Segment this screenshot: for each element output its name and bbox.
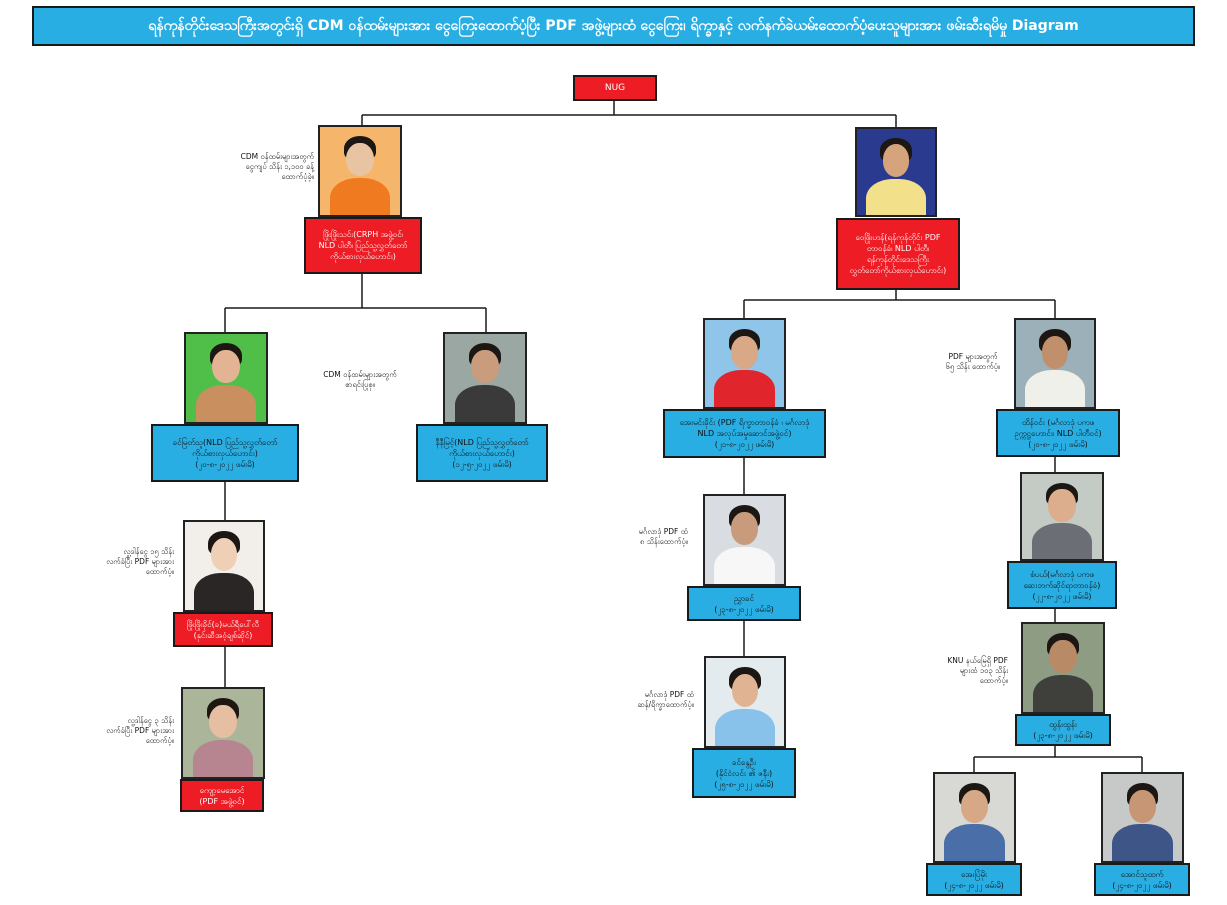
node-n11: စံပယ်(မင်္ဂလာဒုံ ပကဖ ဆေးဘက်ဆိုင်ရာတာဝန်ခ… — [1007, 561, 1117, 609]
node-n3: ခင်မြတ်သူ(NLD ပြည်သူ့လွှတ်တော် ကိုယ်စားလ… — [151, 424, 299, 482]
photo-n14 — [1101, 772, 1184, 863]
note-n4: CDM ဝန်ထမ်းများအတွက် စာရင်းပြုစု။ — [323, 370, 397, 389]
photo-n1 — [318, 125, 402, 217]
note-n1: CDM ဝန်ထမ်းများအတွက် ငွေကျပ် သိန်း ၁,၁၀၀… — [240, 152, 314, 181]
node-n6: ကျော့မေအောင် (PDF အဖွဲ့ဝင်) — [180, 779, 264, 812]
note-n10: PDF များအတွက် ၆၅ သိန်း ထောက်ပံ့။ — [945, 352, 1001, 371]
photo-n3 — [184, 332, 268, 424]
photo-n7 — [703, 318, 786, 409]
node-n2: ဝေဖြိုးဟန်(ရန်ကုန်တိုင်း PDF တာဝန်ခံ၊ NL… — [836, 218, 960, 290]
node-n9: ခင်နွေဦး (နိုင်ငံလင်း ၏ ဇနီး) (၂၅-၈-၂၀၂၂… — [692, 748, 796, 798]
connector-n1-children — [224, 274, 487, 334]
connector-n2-children — [743, 290, 1056, 318]
node-n12: ထွန်းထွန်း (၂၃-၈-၂၀၂၂ ဖမ်းမိ) — [1015, 714, 1111, 746]
node-n4: နီနီမြင့်(NLD ပြည်သူ့လွှတ်တော် ကိုယ်စားလ… — [416, 424, 548, 482]
node-n5: ဖြိုးဖြိုးခိုင်(ခ)မယ်ရီပေါ်လီ (နှင်းဆီအဝ… — [173, 612, 273, 647]
note-n8: မင်္ဂလာဒုံ PDF ထံ ၈ သိန်းထောက်ပံ့။ — [638, 527, 688, 546]
node-n7: အေးမင်းခိုင်း (PDF ရိက္ခာတာဝန်ခံ ၊ မင်္ဂ… — [663, 409, 826, 458]
photo-n9 — [704, 656, 786, 748]
photo-n5 — [183, 520, 265, 612]
photo-n12 — [1021, 622, 1105, 714]
node-n8: ညွှာခင် (၂၃-၈-၂၀၂၂ ဖမ်းမိ) — [687, 586, 801, 621]
note-n6: လူ့ဒါန်ငွေ ၃ သိန်း လက်ခံပြီး PDF များအား… — [106, 716, 174, 745]
node-n13: အေးပြံမိုး (၂၄-၈-၂၀၂၂ ဖမ်းမိ) — [926, 863, 1022, 896]
photo-n11 — [1020, 472, 1104, 561]
diagram-title: ရန်ကုန်တိုင်းဒေသကြီးအတွင်းရှိ CDM ဝန်ထမ်… — [32, 6, 1195, 46]
photo-n4 — [443, 332, 527, 424]
note-n12: KNU နယ်မြေရှိ PDF များထံ ၁၀၃ သိန်း ထောက်… — [947, 656, 1008, 685]
photo-n2 — [855, 127, 937, 217]
root-node-nug: NUG — [573, 75, 657, 101]
connector-n12-children — [973, 746, 1143, 772]
photo-n6 — [181, 687, 265, 779]
note-n5: လူ့ဒါန်ငွေ ၁၅ သိန်း လက်ခံပြီး PDF များအာ… — [106, 547, 174, 576]
node-n10: ထိန်ဝင်း (မင်္ဂလာဒုံ ပကဖ ဥက္ကဋ္ဌဟောင်း၊ … — [996, 409, 1120, 457]
note-n9: မင်္ဂလာဒုံ PDF ထံ ဆန်/ရိက္ခာထောက်ပံ့။ — [637, 690, 694, 709]
photo-n8 — [703, 494, 786, 586]
photo-n10 — [1014, 318, 1096, 409]
node-n1: ဖြိုးဖြိုးသင်း(CRPH အဖွဲ့ဝင်၊ NLD ပါတီ၊ … — [304, 217, 422, 274]
connector-root — [361, 100, 897, 127]
photo-n13 — [933, 772, 1016, 863]
node-n14: အောင်သူထက် (၂၄-၈-၂၀၂၂ ဖမ်းမိ) — [1094, 863, 1190, 896]
